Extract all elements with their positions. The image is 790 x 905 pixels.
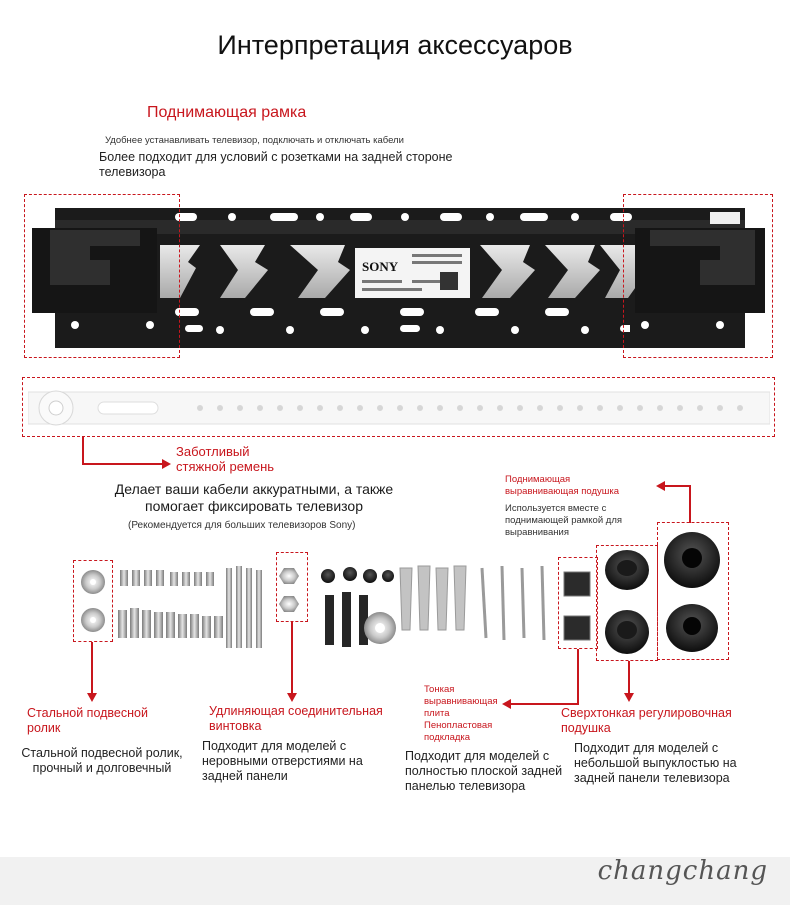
plate-arrow-icon xyxy=(502,699,511,709)
plate-desc: Подходит для моделей с полностью плоской… xyxy=(405,749,563,793)
cable-strap-image xyxy=(28,390,770,426)
lifting-pad-pointer-h xyxy=(664,485,690,487)
plate-label: Тонкая выравнивающая плита Пенопластовая… xyxy=(424,684,498,743)
footer-band xyxy=(0,857,790,905)
thin-pad-desc: Подходит для моделей с небольшой выпукло… xyxy=(574,741,737,785)
strap-pointer-line xyxy=(82,437,84,464)
plate-pointer-v xyxy=(577,649,579,704)
hardware-set-image xyxy=(81,532,720,654)
roller-desc: Стальной подвесной ролик, прочный и долг… xyxy=(21,746,183,775)
strap-highlight xyxy=(22,377,775,437)
lifting-pad-arrow-icon xyxy=(656,481,665,491)
lift-frame-right-highlight xyxy=(623,194,773,358)
lifting-pad-pointer-v xyxy=(689,485,691,523)
screw-pointer xyxy=(291,622,293,694)
strap-label: Заботливый стяжной ремень xyxy=(176,444,275,474)
thin-pad-arrow-icon xyxy=(624,693,634,702)
lifting-pad-highlight xyxy=(657,522,729,660)
strap-desc: Делает ваши кабели аккуратными, а также … xyxy=(114,481,394,514)
lift-frame-desc: Более подходит для условий с розетками н… xyxy=(99,150,453,179)
screw-desc: Подходит для моделей с неровными отверст… xyxy=(202,739,363,783)
lift-frame-note: Удобнее устанавливать телевизор, подключ… xyxy=(105,135,404,146)
roller-arrow-icon xyxy=(87,693,97,702)
lift-frame-label: Поднимающая рамка xyxy=(147,104,307,121)
screw-label: Удлиняющая соединительная винтовка xyxy=(209,704,383,733)
wall-mount-bracket-image: SONY xyxy=(32,208,765,348)
roller-highlight xyxy=(73,560,113,642)
sony-brand-text: SONY xyxy=(362,259,399,274)
page-title: Интерпретация аксессуаров xyxy=(217,30,573,60)
strap-arrow-icon xyxy=(162,459,171,469)
watermark: changchang xyxy=(597,856,768,886)
screw-arrow-icon xyxy=(287,693,297,702)
lifting-pad-desc: Используется вместе с поднимающей рамкой… xyxy=(505,503,623,538)
strap-pointer-line-h xyxy=(82,463,164,465)
lifting-pad-label: Поднимающая выравнивающая подушка xyxy=(505,474,620,497)
roller-pointer xyxy=(91,642,93,694)
thin-pad-label: Сверхтонкая регулировочная подушка xyxy=(561,706,732,735)
strap-note: (Рекомендуется для больших телевизоров S… xyxy=(128,520,356,531)
roller-label: Стальной подвесной ролик xyxy=(27,706,148,735)
plate-pointer-h xyxy=(510,703,579,705)
screw-highlight xyxy=(276,552,308,622)
lift-frame-left-highlight xyxy=(24,194,180,358)
thin-pad-pointer xyxy=(628,661,630,694)
plate-highlight xyxy=(558,557,598,649)
